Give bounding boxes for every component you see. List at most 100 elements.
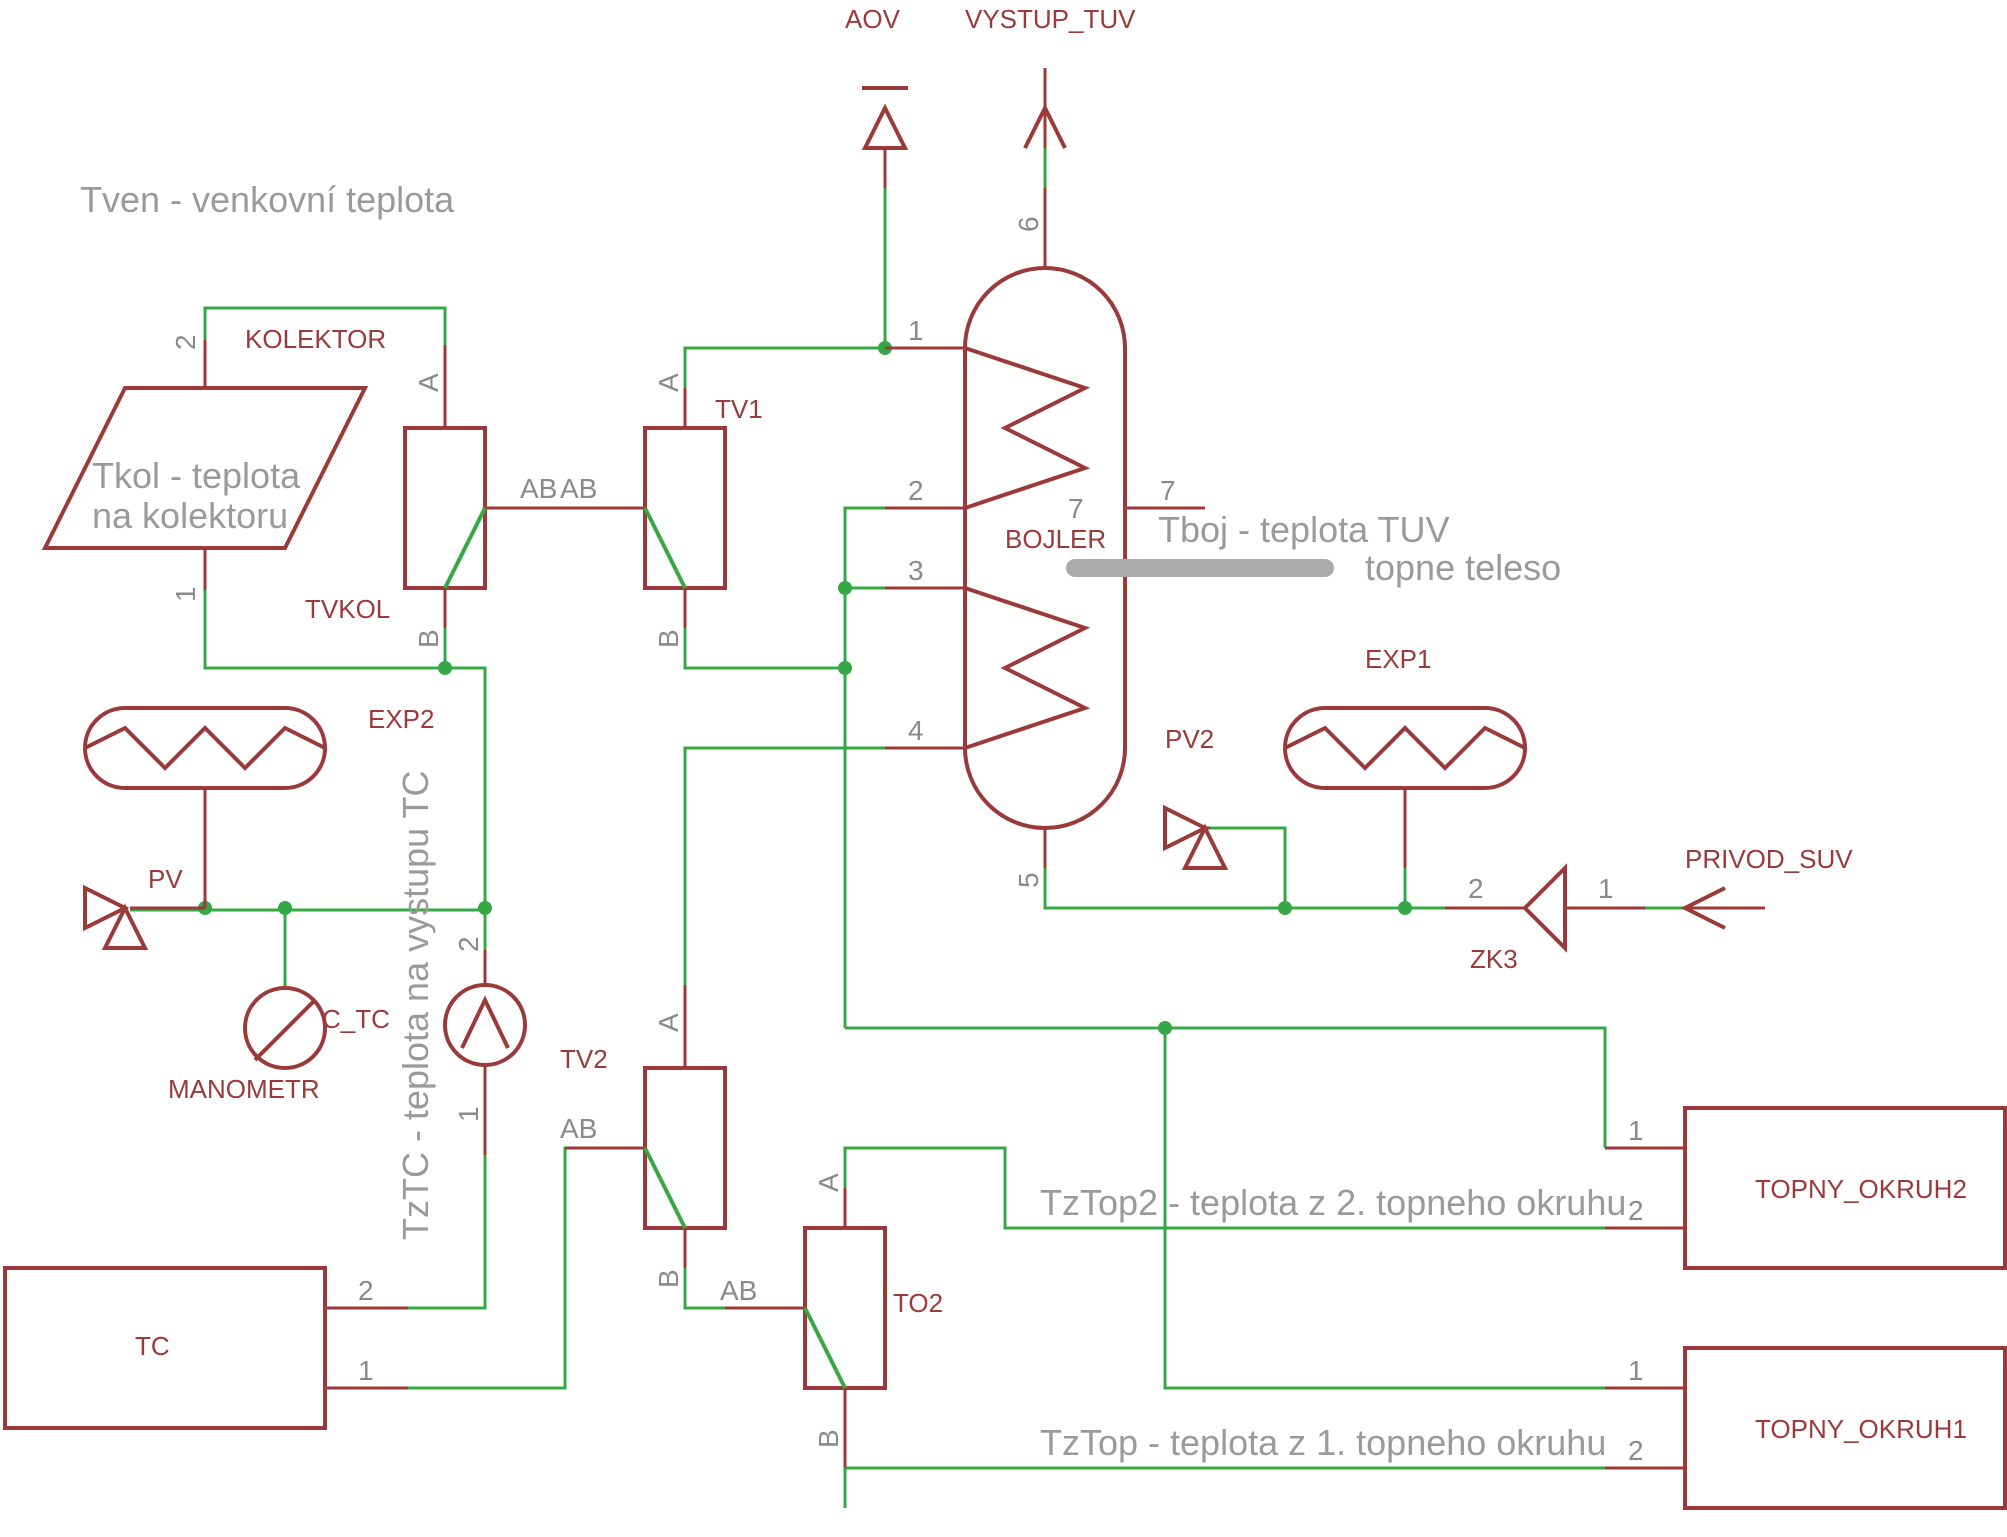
- exp2-symbol: [83, 706, 327, 908]
- label-exp2: EXP2: [368, 704, 435, 734]
- pin-label: B: [653, 629, 684, 648]
- label-manometr: MANOMETR: [168, 1074, 320, 1104]
- c-tc-pump: [443, 983, 527, 1067]
- wire-boiler5-zk3: [1043, 868, 1445, 910]
- pin-label: AB: [720, 1275, 757, 1306]
- junction-dot: [838, 581, 852, 595]
- pin-label: B: [813, 1429, 844, 1448]
- tv1-valve: [643, 426, 727, 590]
- pin-label: 2: [1628, 1195, 1644, 1226]
- label-exp1: EXP1: [1365, 644, 1432, 674]
- pv2-valve: [1163, 804, 1229, 870]
- vystup-tuv-arrow: [1023, 103, 1067, 149]
- label-zk3: ZK3: [1470, 944, 1518, 974]
- label-privod-suv: PRIVOD_SUV: [1685, 844, 1853, 874]
- wire-pump-tc2: [408, 1155, 487, 1310]
- pin-label: AB: [560, 473, 597, 504]
- pin-label: 3: [908, 555, 924, 586]
- notes: Tven - venkovní teplota Tkol - teplota n…: [80, 179, 1626, 1463]
- junction-dot: [1158, 1021, 1172, 1035]
- pin-label: AB: [520, 473, 557, 504]
- tvkol-valve: [403, 426, 487, 590]
- junction-dot: [278, 901, 292, 915]
- label-to2: TO2: [893, 1288, 943, 1318]
- topny-okruh1-box: [1683, 1346, 2007, 1510]
- pin-label: 2: [908, 475, 924, 506]
- pin-label: 1: [908, 315, 924, 346]
- pin-label: 6: [1013, 216, 1044, 232]
- pin-label: A: [653, 1013, 684, 1032]
- label-aov: AOV: [845, 4, 901, 34]
- pin-label: 2: [1468, 873, 1484, 904]
- pin-label: 1: [453, 1106, 484, 1122]
- label-tv1: TV1: [715, 394, 763, 424]
- label-pv2: PV2: [1165, 724, 1214, 754]
- pin-label: B: [413, 629, 444, 648]
- label-pv: PV: [148, 864, 183, 894]
- note-tztop: TzTop - teplota z 1. topneho okruhu: [1040, 1422, 1606, 1463]
- label-topny-okruh2: TOPNY_OKRUH2: [1755, 1174, 1967, 1204]
- label-tv2: TV2: [560, 1044, 608, 1074]
- note-tkol-line2: na kolektoru: [92, 495, 288, 536]
- pin-label: 2: [453, 936, 484, 952]
- pin-label: 7: [1160, 475, 1176, 506]
- tc-box: [3, 1266, 327, 1430]
- pin-label: 1: [1628, 1115, 1644, 1146]
- wire-to2b-okruh1: [843, 1466, 1605, 1508]
- junction-dot: [1278, 901, 1292, 915]
- pin-label: AB: [560, 1113, 597, 1144]
- component-labels: AOV VYSTUP_TUV KOLEKTOR TVKOL TV1 BOJLER…: [135, 4, 1967, 1444]
- wire-to2a-okruh2: [843, 1146, 1605, 1230]
- to2-valve: [803, 1226, 887, 1390]
- label-vystup-tuv: VYSTUP_TUV: [965, 4, 1136, 34]
- pin-label: 1: [170, 586, 201, 602]
- label-kolektor: KOLEKTOR: [245, 324, 386, 354]
- label-topny-okruh1: TOPNY_OKRUH1: [1755, 1414, 1967, 1444]
- pin-leads: [130, 68, 1685, 1470]
- note-tboj: Tboj - teplota TUV: [1158, 509, 1449, 550]
- note-tztc: TzTC - teplota na vystupu TC: [395, 770, 436, 1240]
- wire-pv2: [1205, 826, 1287, 908]
- pin-label: 1: [1598, 873, 1614, 904]
- pin-labels: 2 1 A B AB A B AB 1 2 3 4 7 7 6 5 2 1 2 …: [170, 216, 1644, 1466]
- note-tven: Tven - venkovní teplota: [80, 179, 455, 220]
- pin-label: A: [413, 373, 444, 392]
- privod-suv-arrow: [1680, 886, 1765, 930]
- junction-dot: [438, 661, 452, 675]
- wire-bus-okruh1-1: [1163, 1028, 1605, 1390]
- label-tc: TC: [135, 1331, 170, 1361]
- pin-label: A: [813, 1173, 844, 1192]
- pin-label: 1: [358, 1355, 374, 1386]
- pin-label: 4: [908, 715, 924, 746]
- note-topne-teleso: topne teleso: [1365, 547, 1561, 588]
- junction-dot: [1398, 901, 1412, 915]
- junction-dot: [478, 901, 492, 915]
- note-tkol-line1: Tkol - teplota: [92, 455, 301, 496]
- wire-boiler2-bus: [843, 506, 885, 1028]
- wire-tc1-tv2ab: [408, 1146, 605, 1390]
- pin-label: 1: [1628, 1355, 1644, 1386]
- label-c-tc: C_TC: [322, 1004, 390, 1034]
- pin-label: 7: [1068, 493, 1084, 524]
- wire-tv1b-node: [683, 628, 845, 670]
- exp1-symbol: [1283, 706, 1527, 868]
- topny-okruh2-box: [1683, 1106, 2007, 1270]
- junctions: [198, 341, 1412, 1035]
- wire-bus-okruh2-1: [845, 1026, 1607, 1148]
- pin-label: B: [653, 1269, 684, 1288]
- note-tztop2: TzTop2 - teplota z 2. topneho okruhu: [1040, 1182, 1626, 1223]
- wire-tv1a-boiler1: [683, 346, 885, 388]
- manometr-symbol: [243, 986, 327, 1070]
- aov-symbol: [861, 86, 909, 150]
- bojler-symbol: [963, 266, 1334, 830]
- junction-dot: [838, 661, 852, 675]
- pin-label: 2: [358, 1275, 374, 1306]
- pin-label: A: [653, 373, 684, 392]
- wire-tv2a-boiler4: [683, 746, 925, 985]
- kolektor-symbol: [41, 386, 369, 550]
- pin-label: 2: [1628, 1435, 1644, 1466]
- pin-label: 5: [1013, 872, 1044, 888]
- pv-valve: [83, 884, 149, 950]
- tv2-valve: [643, 1066, 727, 1230]
